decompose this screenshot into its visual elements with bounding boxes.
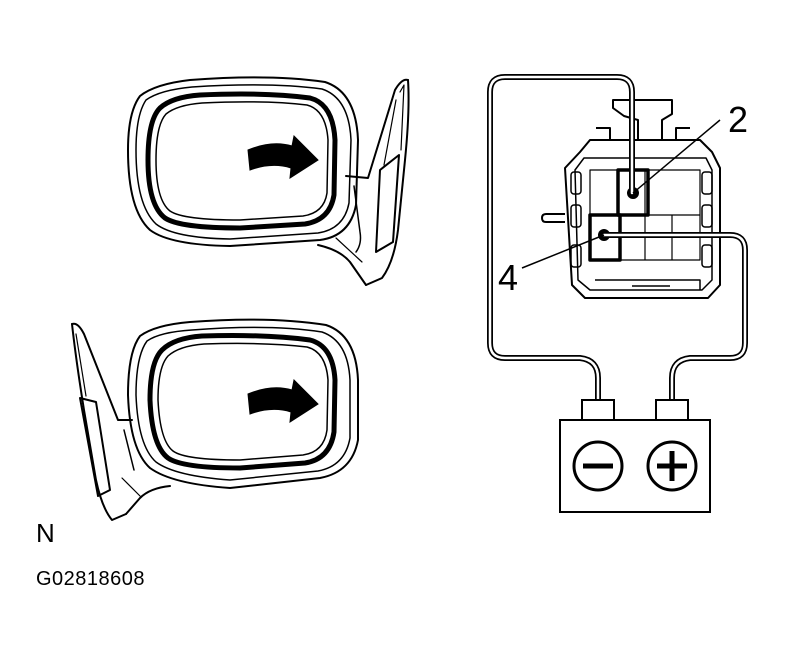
bottom-mirror xyxy=(71,318,359,521)
test-wires xyxy=(487,74,748,405)
terminal-label-4: 4 xyxy=(498,257,518,298)
curved-arrow-right-icon xyxy=(247,134,319,179)
figure-code: G02818608 xyxy=(36,568,146,590)
curved-arrow-right-icon xyxy=(247,378,319,423)
battery xyxy=(559,399,711,513)
view-letter: N xyxy=(36,518,55,548)
label-2-leader xyxy=(632,119,721,194)
mirror-connector xyxy=(541,99,721,299)
label-4-leader xyxy=(521,234,605,269)
top-mirror xyxy=(127,76,410,286)
battery-negative-terminal-icon xyxy=(572,440,624,492)
battery-positive-terminal-icon xyxy=(646,440,698,492)
terminal-label-2: 2 xyxy=(728,99,748,140)
